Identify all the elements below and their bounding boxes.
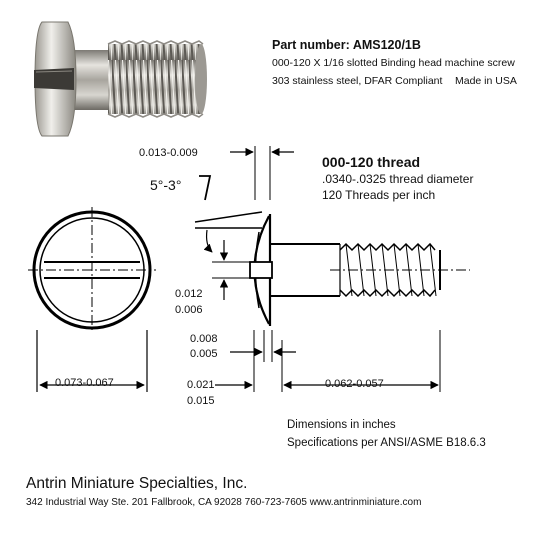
thread-pitch: 120 Threads per inch — [322, 188, 436, 202]
dimension-c-min: 0.015 — [187, 395, 215, 407]
thread-title: 000-120 thread — [322, 154, 421, 170]
head-top-view — [28, 207, 156, 392]
origin-text: Made in USA — [455, 75, 517, 87]
head-angle-dimension: 5°-3° — [150, 177, 182, 193]
dimension-b-min: 0.005 — [190, 348, 218, 360]
screw-photo — [34, 21, 207, 137]
company-address: 342 Industrial Way Ste. 201 Fallbrook, C… — [26, 497, 422, 508]
dimension-b-max: 0.008 — [190, 333, 218, 345]
part-number: Part number: AMS120/1B — [272, 39, 421, 52]
screw-side-view — [194, 146, 470, 392]
thread-diameter: .0340-.0325 thread diameter — [322, 172, 474, 186]
length-dimension: 0.062-0.057 — [325, 378, 384, 390]
head-diameter-dimension: 0.073-0.067 — [55, 377, 114, 389]
dimension-c-max: 0.021 — [187, 379, 215, 391]
material-text: 303 stainless steel, DFAR Compliant — [272, 75, 443, 87]
part-number-label: Part number: — [272, 38, 350, 52]
spec-note: Specifications per ANSI/ASME B18.6.3 — [287, 437, 486, 449]
company-name: Antrin Miniature Specialties, Inc. — [26, 475, 248, 492]
part-number-value: AMS120/1B — [352, 38, 421, 52]
slot-width-dimension: 0.013-0.009 — [139, 147, 198, 159]
units-note: Dimensions in inches — [287, 419, 396, 431]
part-description: 000-120 X 1/16 slotted Binding head mach… — [272, 57, 515, 69]
dimension-a-max: 0.012 — [175, 288, 203, 300]
dimension-a-min: 0.006 — [175, 304, 203, 316]
